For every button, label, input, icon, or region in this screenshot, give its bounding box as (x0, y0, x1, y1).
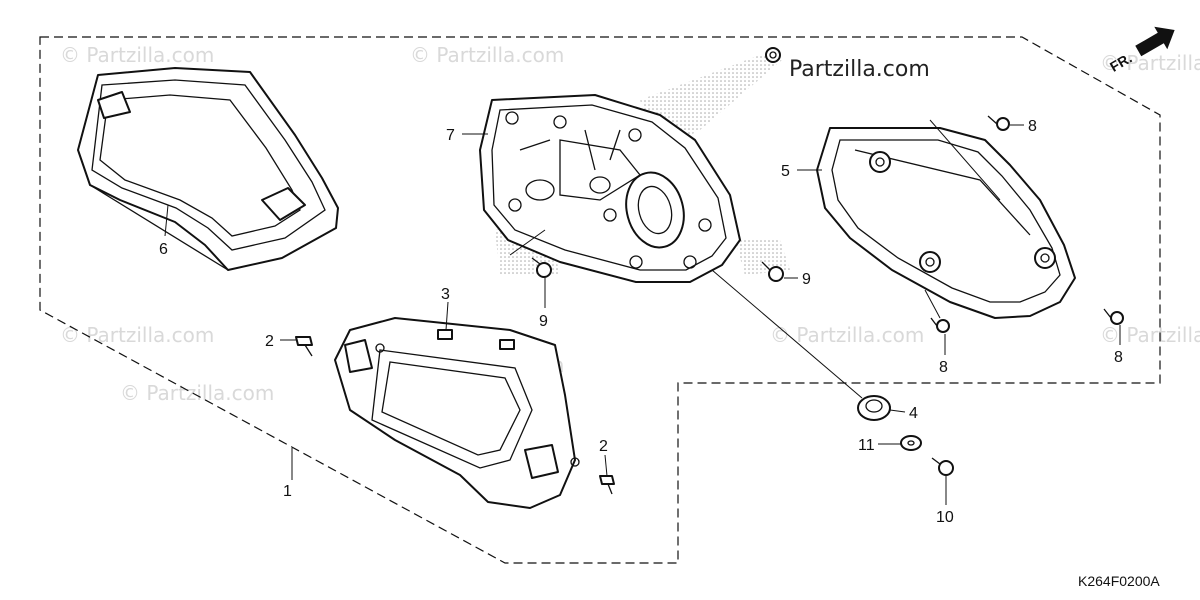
callout-8: 8 (939, 359, 948, 376)
screw-2b (599, 475, 615, 495)
screw-8a (987, 115, 1010, 131)
callout-5: 5 (781, 163, 790, 180)
arrow-right-icon (1135, 26, 1175, 57)
callout-2: 2 (599, 438, 608, 455)
screw-8c (1103, 308, 1124, 325)
screw-2a (295, 336, 313, 357)
screw-10 (931, 457, 954, 476)
meter-visor (77, 67, 339, 271)
callout-9: 9 (802, 271, 811, 288)
watermark: © Partzilla.com (60, 43, 214, 67)
callout-3: 3 (441, 286, 450, 303)
callout-2: 2 (265, 333, 274, 350)
brand-label: Partzilla.com (789, 57, 930, 82)
callout-6: 6 (159, 241, 168, 258)
screw-8b (930, 317, 950, 333)
callout-11: 11 (858, 437, 875, 454)
watermark: © Partzilla.com (120, 381, 274, 405)
assembly-boundary (39, 36, 1161, 564)
washer-11 (900, 435, 922, 451)
callout-10: 10 (936, 509, 954, 526)
diagram-code: K264F0200A (1078, 573, 1160, 589)
leader-lines (164, 119, 1121, 505)
callout-8: 8 (1028, 118, 1037, 135)
callout-9: 9 (539, 313, 548, 330)
meter-assembly (334, 317, 580, 509)
grommet-4 (857, 395, 891, 421)
watermark: © Partzilla.com (60, 323, 214, 347)
watermark: © Partzilla.com (770, 323, 924, 347)
watermark: © Partzilla.com (410, 43, 564, 67)
watermark: © Partzilla.com (1100, 323, 1200, 347)
callout-4: 4 (909, 405, 918, 422)
lock-nut-top (765, 47, 781, 63)
screw-9b (761, 261, 784, 282)
callout-1: 1 (283, 483, 292, 500)
callout-8: 8 (1114, 349, 1123, 366)
meter-lower-case (816, 127, 1076, 319)
watermark: © Partzilla.com (1100, 51, 1200, 75)
screw-9a (531, 257, 552, 278)
meter-case (479, 94, 741, 283)
callouts: 6 7 5 8 8 8 9 9 2 3 2 1 4 11 10 (159, 118, 1123, 526)
callout-7: 7 (446, 127, 455, 144)
